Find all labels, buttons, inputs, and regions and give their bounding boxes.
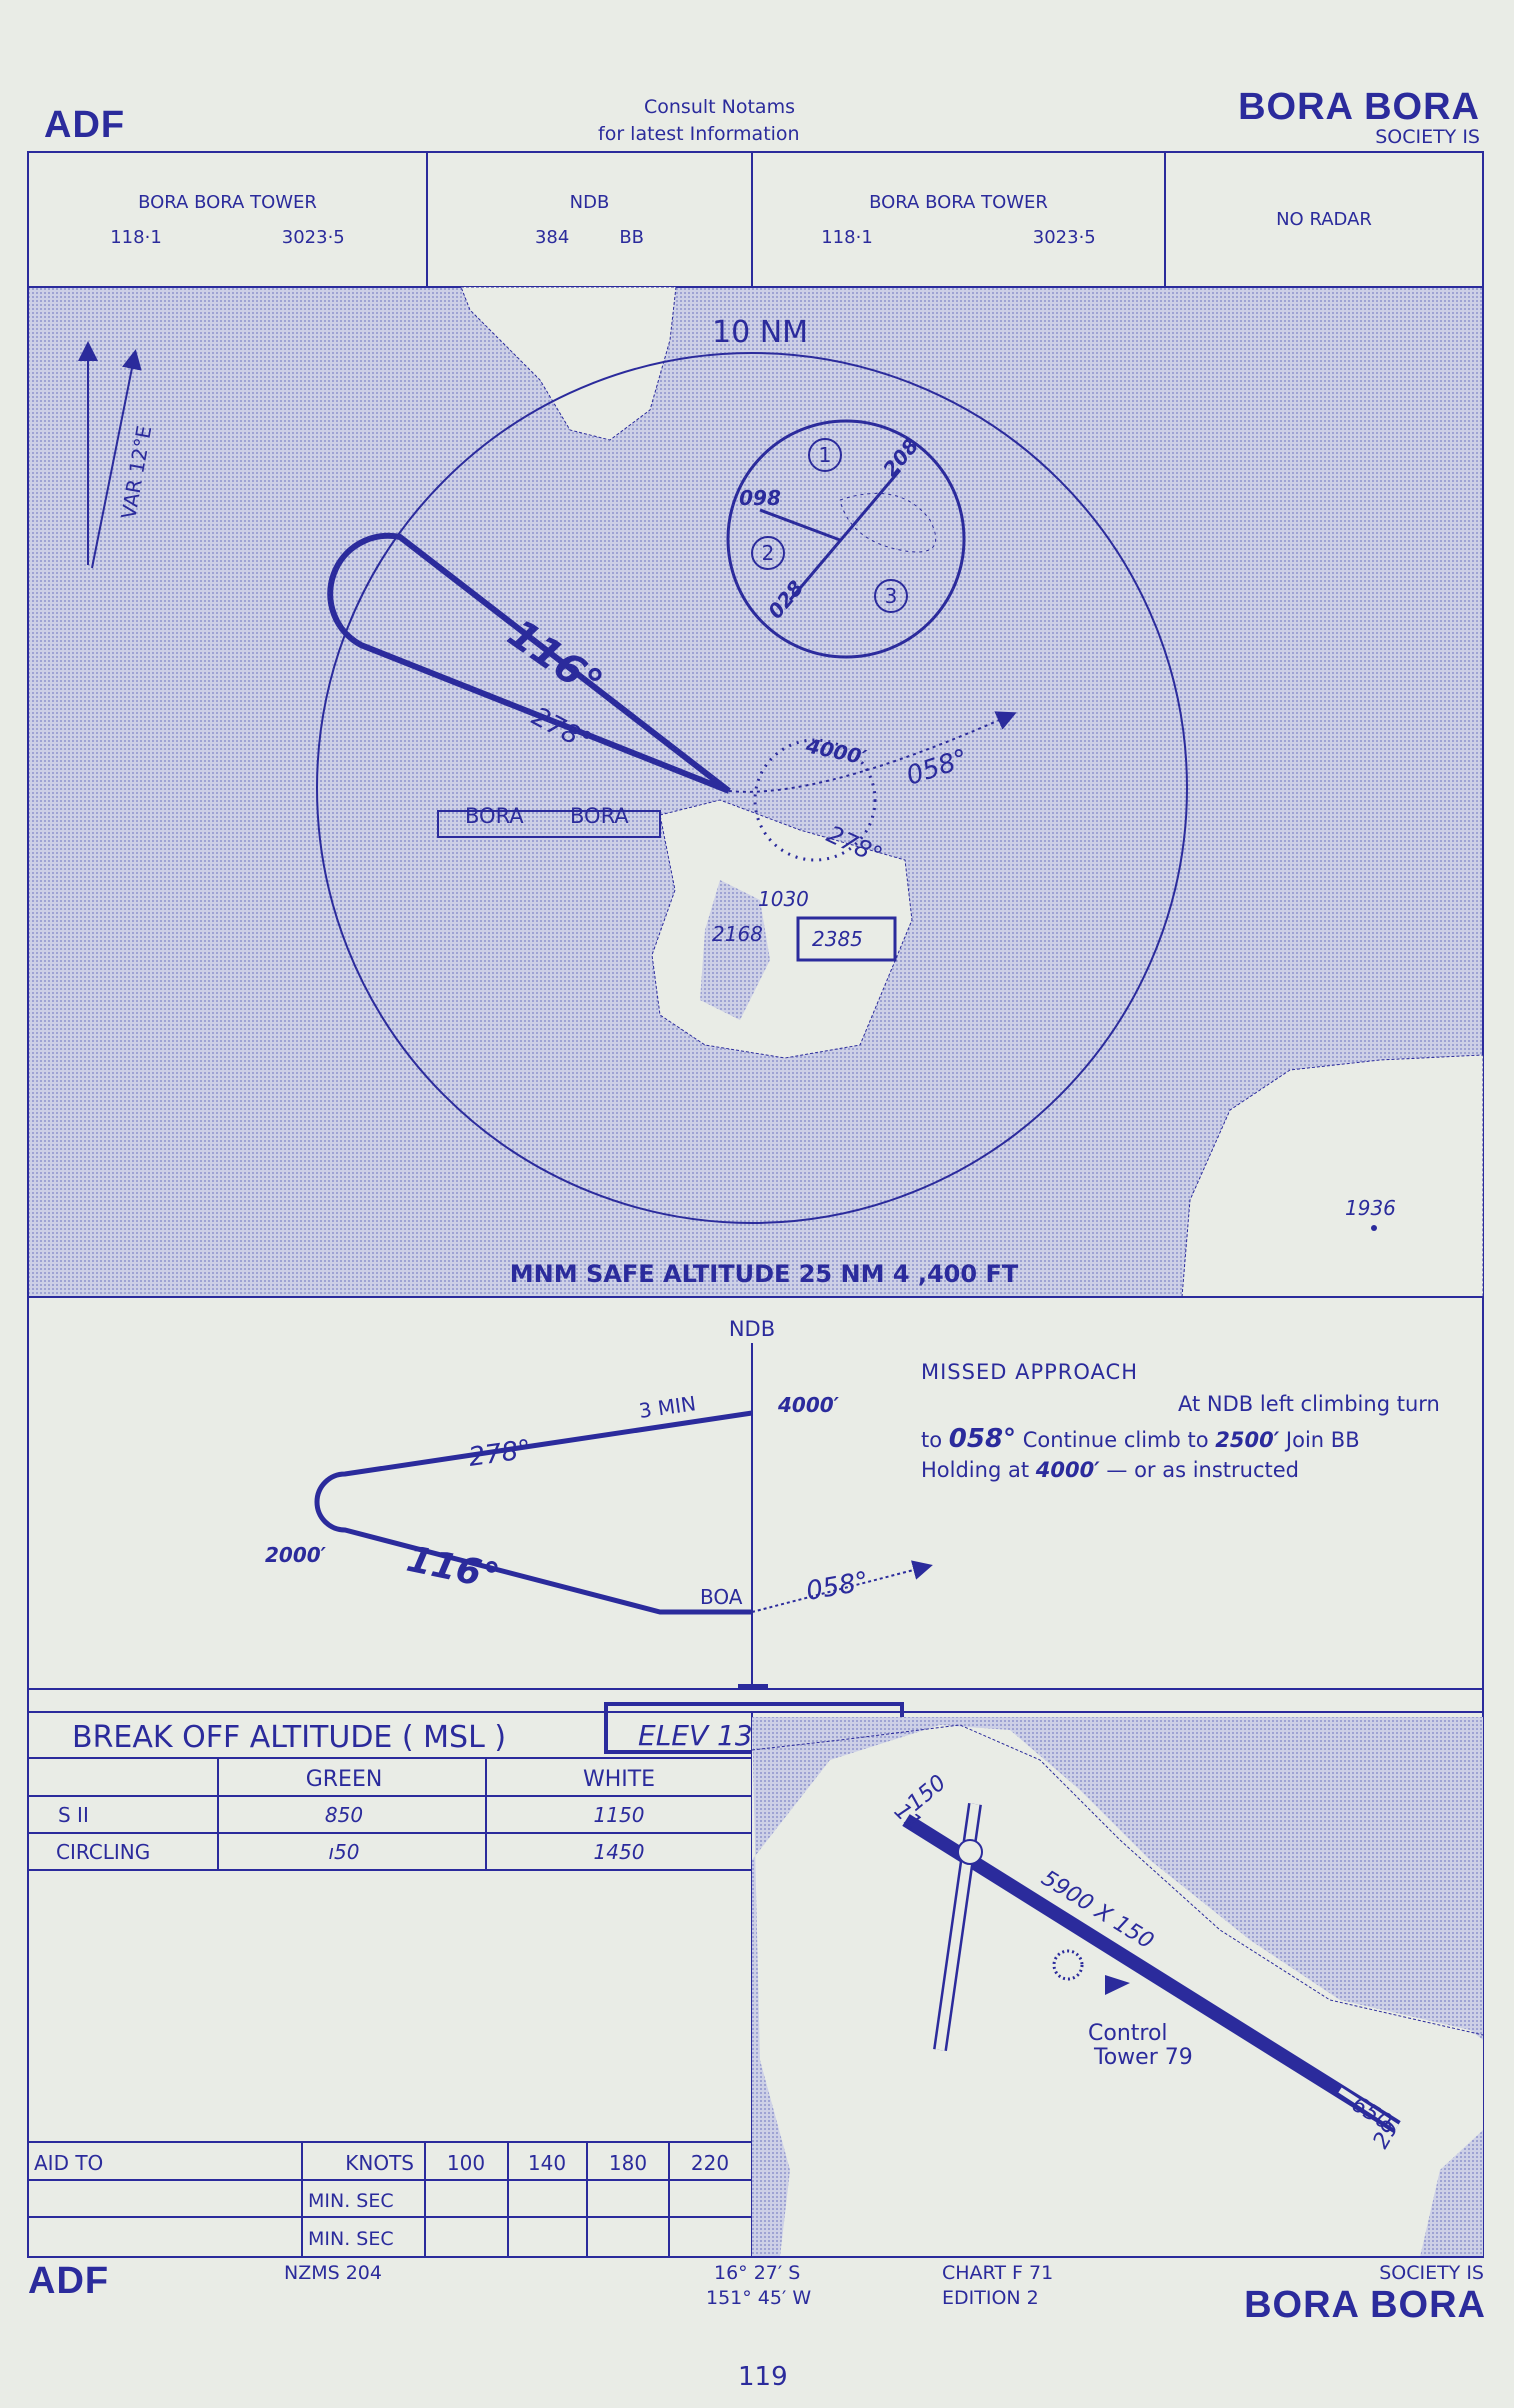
header-region: SOCIETY IS [1375, 126, 1480, 148]
footer-latitude: 16° 27′ S [714, 2262, 801, 2284]
col-green: GREEN [306, 1767, 383, 1792]
text: Join BB [1279, 1428, 1360, 1452]
profile-view: NDB 3 MIN 4000′ 278° 2000′ 116° BOA 058° [28, 1296, 1483, 1690]
holding-entry-3: 3 [885, 584, 898, 608]
notice-line-1: Consult Notams [644, 96, 795, 118]
profile-ndb-label: NDB [729, 1317, 775, 1341]
col-white: WHITE [583, 1767, 655, 1792]
cell-value: 1150 [594, 1803, 645, 1827]
holding-098: 098 [739, 486, 781, 510]
page-number: 119 [738, 2362, 788, 2392]
speed: 220 [691, 2151, 729, 2175]
comm-tower-right: BORA BORA TOWER 118·1 3023·5 [752, 152, 1165, 287]
profile-boa: BOA [700, 1585, 743, 1609]
comm-freq: 3023·5 [1032, 226, 1096, 248]
text: 058° [948, 1424, 1017, 1454]
comm-name: NDB [569, 191, 610, 213]
footer-airport-title: BORA BORA [1244, 2284, 1486, 2326]
footer-adf-title: ADF [28, 2260, 110, 2302]
footer-longitude: 151° 45′ W [706, 2287, 812, 2309]
comm-name: NO RADAR [1276, 209, 1372, 230]
cell-value: 1450 [594, 1840, 645, 1864]
footer-region: SOCIETY IS [1379, 2262, 1484, 2284]
footer-edition: EDITION 2 [942, 2287, 1039, 2309]
spot-height-2168: 2168 [712, 922, 763, 946]
header-airport-title: BORA BORA [1238, 86, 1480, 128]
spot-height-2385: 2385 [812, 927, 863, 951]
knots-label: KNOTS [345, 2151, 414, 2175]
profile-alt-2000: 2000′ [265, 1543, 327, 1567]
comm-radar: NO RADAR [1165, 152, 1483, 287]
missed-approach-line-1: At NDB left climbing turn [1178, 1392, 1440, 1416]
aid-label: AID TO [34, 2151, 103, 2175]
range-label: 10 NM [712, 315, 808, 350]
profile-track [314, 1410, 753, 1615]
comm-freq: 384 [534, 226, 570, 248]
speed: 100 [447, 2151, 485, 2175]
profile-time: 3 MIN [637, 1391, 697, 1423]
holding-entry-2: 2 [762, 541, 775, 565]
footer-chart-number: CHART F 71 [942, 2262, 1054, 2284]
spot-height-1030: 1030 [758, 887, 809, 911]
north-island [460, 286, 677, 441]
comm-tower-left: BORA BORA TOWER 118·1 3023·5 [28, 152, 427, 287]
footer-series: NZMS 204 [284, 2262, 382, 2284]
comm-freq: 118·1 [821, 226, 873, 248]
aid-table: AID TO KNOTS 100 140 180 220 MIN. SEC MI… [34, 2151, 729, 2250]
profile-missed-058: 058° [804, 1566, 871, 1606]
notice-line-2: for latest Information [598, 123, 800, 145]
spot-height-1936: 1936 [1345, 1196, 1396, 1220]
min-sec-label: MIN. SEC [308, 2228, 394, 2250]
missed-approach-title: MISSED APPROACH [921, 1360, 1138, 1384]
procedure-track [327, 532, 731, 794]
header-adf-title: ADF [44, 104, 126, 146]
text: — or as instructed [1099, 1458, 1300, 1482]
text: Continue climb to [1016, 1428, 1216, 1452]
text: 2500′ [1215, 1428, 1280, 1452]
speed: 140 [528, 2151, 566, 2175]
tower-label-2: Tower 79 [1093, 2045, 1193, 2070]
comm-ndb: NDB 384 BB [427, 152, 752, 287]
airfield-label-2: BORA [570, 804, 629, 828]
text: Holding at [921, 1458, 1036, 1482]
min-sec-label: MIN. SEC [308, 2190, 394, 2212]
breakoff-table: BREAK OFF ALTITUDE ( MSL ) ELEV 13 FT. G… [56, 1719, 800, 1864]
cell-value: 850 [325, 1803, 363, 1827]
speed: 180 [609, 2151, 647, 2175]
profile-inbound: 278° [467, 1435, 533, 1473]
holding-inset [726, 419, 966, 659]
comm-ident: BB [619, 226, 645, 248]
row-label: CIRCLING [56, 1840, 150, 1864]
profile-alt-4000: 4000′ [777, 1393, 840, 1417]
missed-approach-line-2: to 058° Continue climb to 2500′ Join BB [921, 1424, 1360, 1454]
msa-label: MNM SAFE ALTITUDE 25 NM 4 ,400 FT [510, 1260, 1019, 1288]
row-label: S II [58, 1803, 89, 1827]
comm-name: BORA BORA TOWER [138, 191, 317, 213]
holding-entry-1: 1 [819, 443, 832, 467]
breakoff-title: BREAK OFF ALTITUDE ( MSL ) [72, 1720, 506, 1755]
text: 4000′ [1035, 1458, 1100, 1482]
profile-outbound: 116° [403, 1539, 503, 1598]
tower-label-1: Control [1088, 2021, 1168, 2046]
range-ring-10nm [316, 352, 1188, 1224]
text: to [921, 1428, 949, 1452]
missed-approach-line-3: Holding at 4000′ — or as instructed [921, 1458, 1299, 1482]
cell-value: ı50 [328, 1840, 359, 1864]
plan-view: 1 2 3 098 208 028 116° 278° 4000′ 058° 2… [27, 286, 1484, 1298]
airfield-label-1: BORA [465, 804, 524, 828]
comm-freq: 118·1 [110, 226, 162, 248]
comm-freq: 3023·5 [281, 226, 345, 248]
comm-name: BORA BORA TOWER [869, 191, 1048, 213]
airport-diagram: 11 150 5900 X 150 Control Tower 79 650 2… [751, 1717, 1484, 2258]
east-island [1181, 1054, 1484, 1298]
